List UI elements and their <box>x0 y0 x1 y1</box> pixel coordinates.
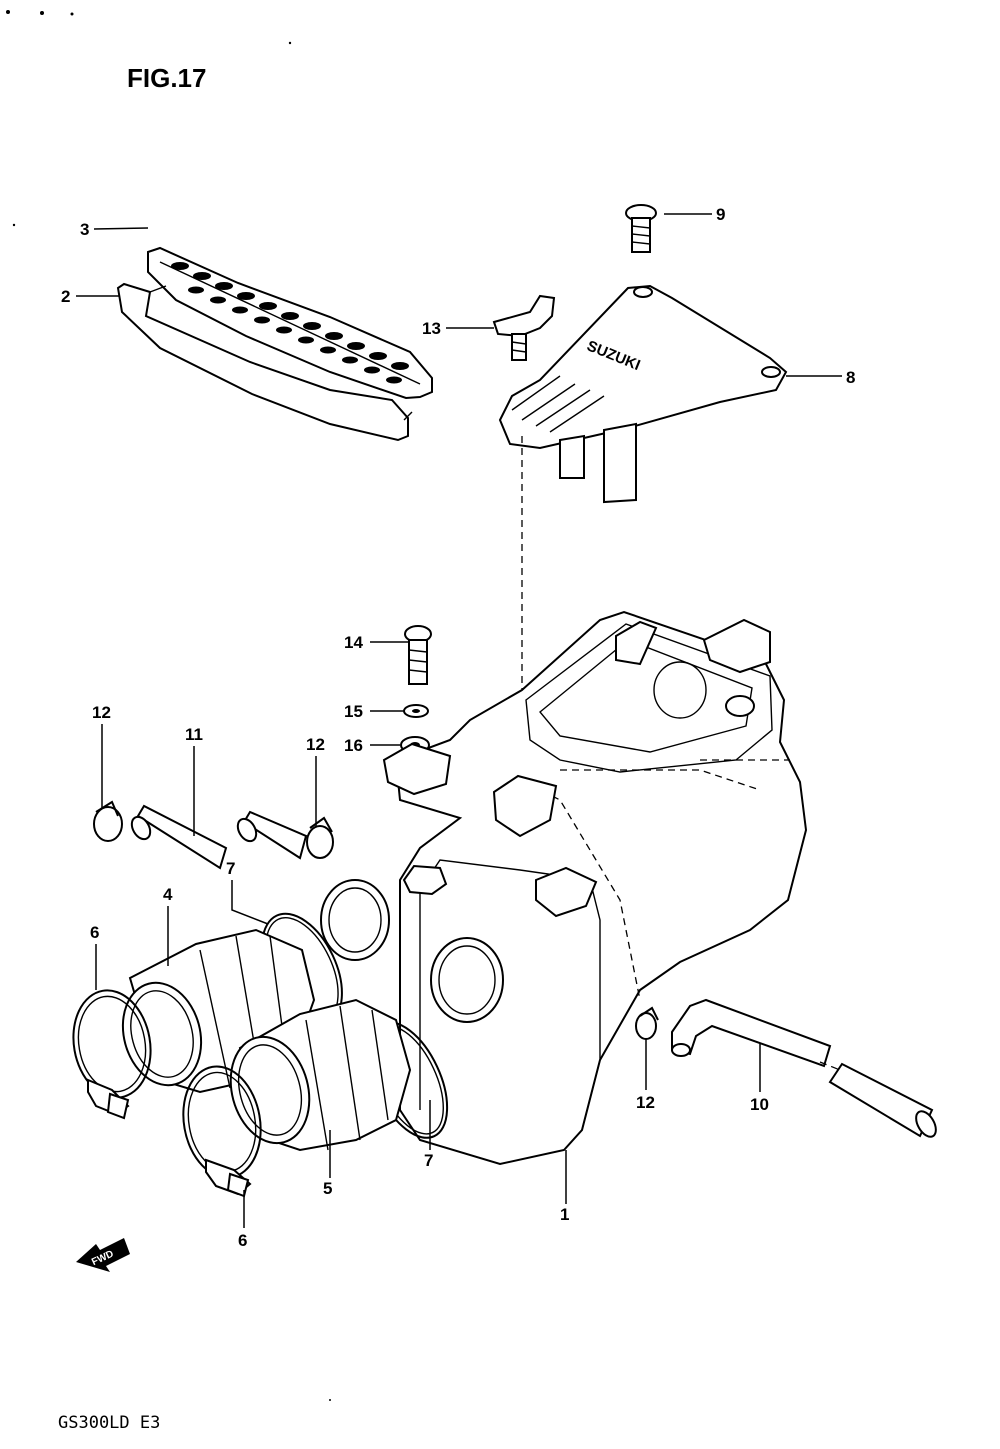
callout-11: 11 <box>185 725 203 744</box>
callout-10: 10 <box>750 1095 769 1114</box>
part-6-hose-clamp-b <box>182 1065 262 1198</box>
part-14-bolt <box>404 625 432 685</box>
callout-14: 14 <box>344 633 363 652</box>
part-6-hose-clamp-a <box>72 989 152 1120</box>
part-10-hose <box>671 998 937 1138</box>
forward-direction-arrow: FWD <box>76 1238 130 1272</box>
callout-7-upper: 7 <box>226 859 235 878</box>
part-2-filter-plate <box>116 282 413 442</box>
callout-12-left: 12 <box>92 703 111 722</box>
scan-speckles <box>6 10 331 1401</box>
part-3-filter-element <box>147 246 433 400</box>
part-8-filter-cover: SUZUKI <box>498 284 788 504</box>
part-13-wing-bolt <box>492 294 556 361</box>
callout-5: 5 <box>323 1179 332 1198</box>
callout-12-right: 12 <box>636 1093 655 1112</box>
figure-title: FIG.17 <box>127 63 206 93</box>
callout-3: 3 <box>80 220 89 239</box>
part-15-lock-washer <box>403 704 429 718</box>
model-code: GS300LD E3 <box>58 1413 160 1433</box>
part-11-hose <box>130 804 228 870</box>
part-12-hose-clip-c <box>635 1006 659 1040</box>
callout-1: 1 <box>560 1205 569 1224</box>
callout-13: 13 <box>422 319 441 338</box>
callout-7-lower: 7 <box>424 1151 433 1170</box>
callout-8: 8 <box>846 368 855 387</box>
callout-6-upper: 6 <box>90 923 99 942</box>
part-1-air-cleaner-box <box>320 610 808 1166</box>
part-9-screw <box>625 204 657 253</box>
part-12-hose-clip-b <box>306 816 334 859</box>
leader-lines <box>76 213 842 1228</box>
callout-9: 9 <box>716 205 725 224</box>
part-11-hose-lower <box>236 810 308 860</box>
part-12-hose-clip-a <box>93 800 123 842</box>
callout-2: 2 <box>61 287 70 306</box>
callout-15: 15 <box>344 702 363 721</box>
callout-4: 4 <box>163 885 173 904</box>
callout-6-lower: 6 <box>238 1231 247 1250</box>
callout-12-middle: 12 <box>306 735 325 754</box>
callout-labels: 3 2 9 8 13 14 15 16 12 11 12 7 4 6 12 10… <box>61 205 855 1250</box>
callout-16: 16 <box>344 736 363 755</box>
part-5-intake-boot <box>229 998 412 1152</box>
